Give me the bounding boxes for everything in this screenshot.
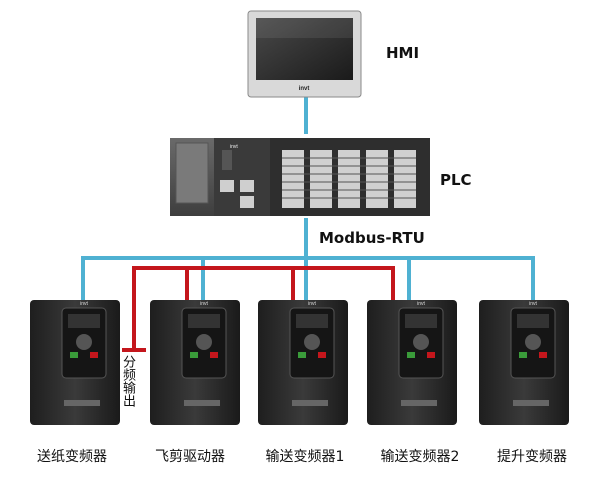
drive-5-label: 提升变频器 [497, 449, 567, 465]
svg-text:invt: invt [417, 301, 425, 307]
drive-1-label: 送纸变频器 [37, 449, 107, 465]
svg-text:invt: invt [299, 86, 310, 92]
frequency-output-lines [122, 266, 395, 352]
drive-2-label: 飞剪驱动器 [155, 449, 225, 465]
svg-text:invt: invt [230, 144, 238, 150]
drive-4-label: 输送变频器2 [380, 449, 460, 465]
svg-text:invt: invt [308, 301, 316, 307]
drive-3-label: 输送变频器1 [265, 449, 345, 465]
plc-label: PLC [440, 171, 472, 189]
drive-5: invt [479, 300, 569, 425]
plc-device: invt [170, 138, 430, 216]
drive-2: invt [150, 300, 240, 425]
svg-text:invt: invt [529, 301, 537, 307]
svg-text:invt: invt [80, 301, 88, 307]
modbus-bus-lines [81, 96, 535, 300]
drive-1: invt [30, 300, 120, 425]
hmi-device: invt [247, 10, 362, 98]
svg-text:invt: invt [200, 301, 208, 307]
drive-3: invt [258, 300, 348, 425]
hmi-label: HMI [386, 44, 420, 62]
drive-4: invt [367, 300, 457, 425]
frequency-output-annotation: 分频输出 [120, 355, 135, 407]
bus-label: Modbus-RTU [319, 229, 425, 247]
